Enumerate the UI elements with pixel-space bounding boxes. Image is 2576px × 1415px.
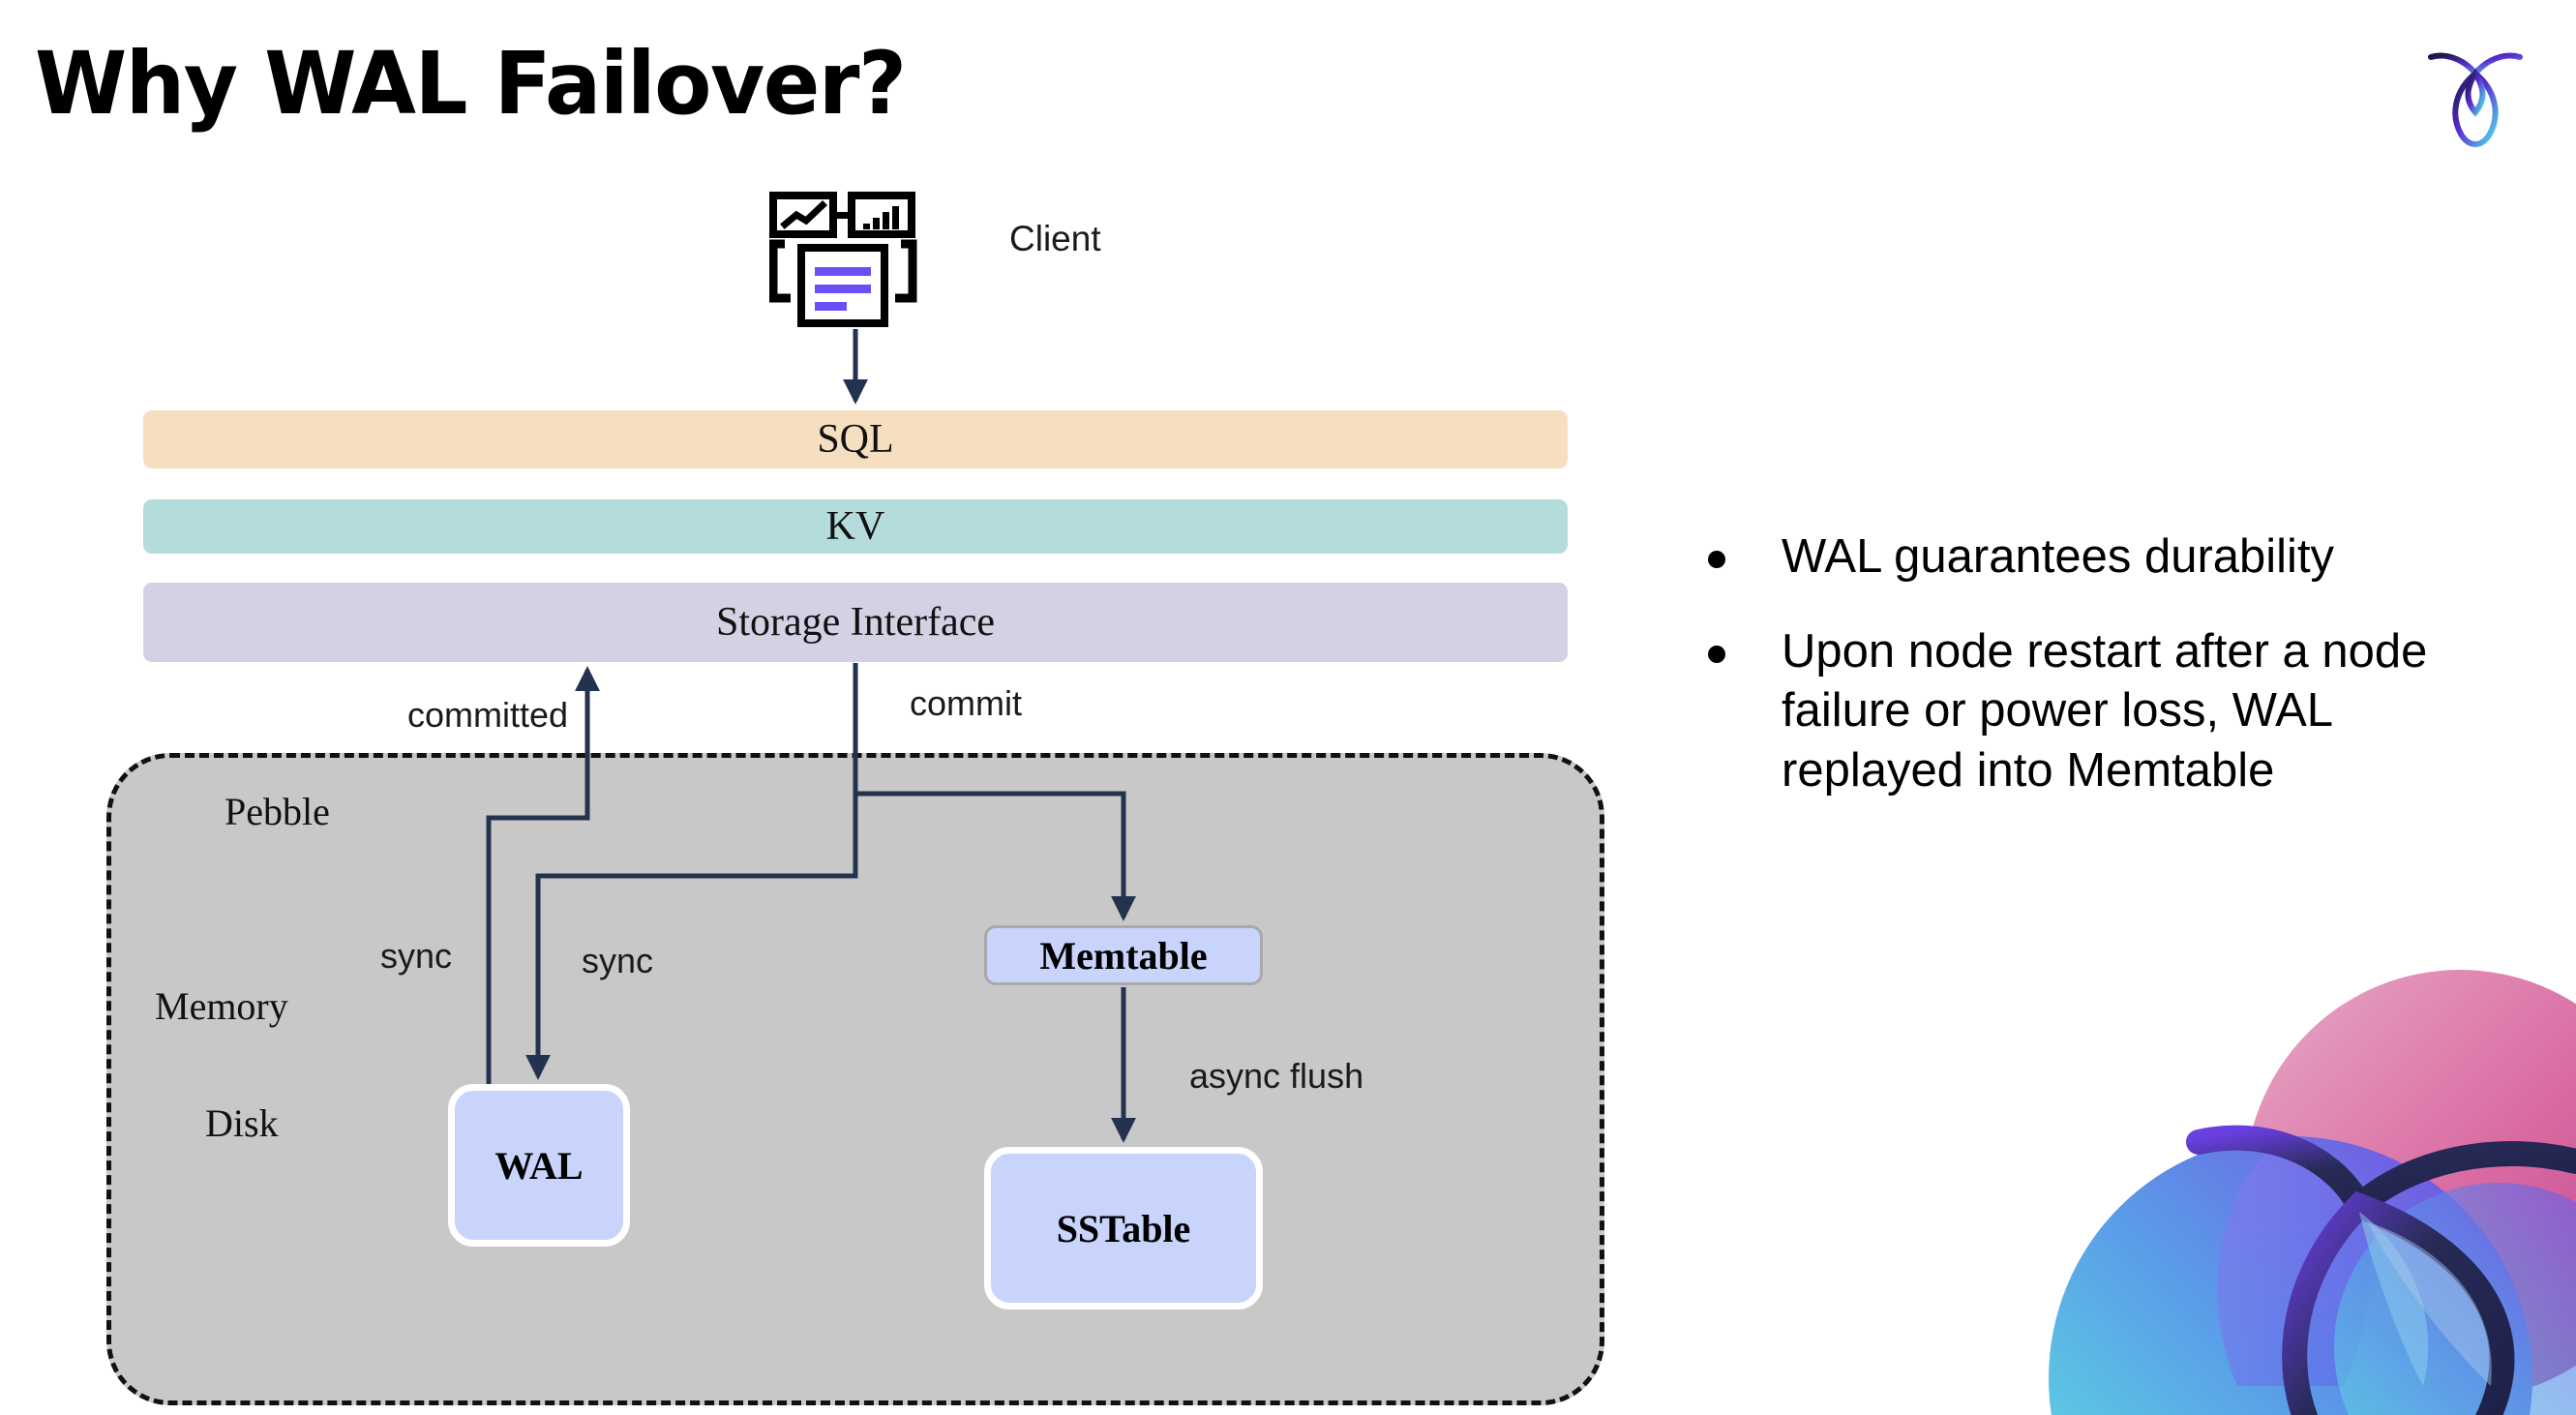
- bullet-list: WAL guarantees durability Upon node rest…: [1708, 527, 2511, 836]
- edge-label-async-flush: async flush: [1189, 1056, 1364, 1096]
- client-label: Client: [1009, 219, 1101, 258]
- bullet-text: WAL guarantees durability: [1782, 530, 2335, 583]
- disk-label: Disk: [205, 1101, 279, 1145]
- list-item: Upon node restart after a node failure o…: [1708, 622, 2511, 801]
- memory-label: Memory: [155, 984, 288, 1028]
- decorative-gradient-art: [2049, 970, 2576, 1415]
- bullet-dot-icon: [1708, 551, 1725, 568]
- node-sstable: SSTable: [984, 1147, 1263, 1310]
- layer-bar-sql: SQL: [143, 410, 1568, 468]
- pebble-container: [106, 753, 1604, 1405]
- layer-bar-storage: Storage Interface: [143, 583, 1568, 662]
- layer-label-storage: Storage Interface: [716, 600, 995, 645]
- node-wal: WAL: [448, 1084, 630, 1247]
- layer-label-kv: KV: [825, 504, 885, 549]
- pebble-label: Pebble: [225, 790, 330, 833]
- edge-label-sync-right: sync: [582, 941, 654, 980]
- layer-bar-kv: KV: [143, 499, 1568, 554]
- list-item: WAL guarantees durability: [1708, 527, 2511, 587]
- node-memtable: Memtable: [984, 925, 1263, 985]
- cockroachdb-logo-icon: [2428, 52, 2523, 147]
- edge-label-committed: committed: [407, 695, 569, 735]
- bullet-dot-icon: [1708, 645, 1725, 663]
- page-title: Why WAL Failover?: [35, 33, 907, 134]
- client-dashboard-icon: [769, 192, 917, 327]
- node-label-memtable: Memtable: [1039, 933, 1208, 978]
- node-label-sstable: SSTable: [1056, 1206, 1191, 1250]
- edge-label-sync-left: sync: [380, 936, 453, 976]
- node-label-wal: WAL: [494, 1143, 584, 1188]
- bullet-text: Upon node restart after a node failure o…: [1782, 624, 2428, 798]
- layer-label-sql: SQL: [817, 417, 894, 462]
- edge-label-commit: commit: [910, 683, 1022, 723]
